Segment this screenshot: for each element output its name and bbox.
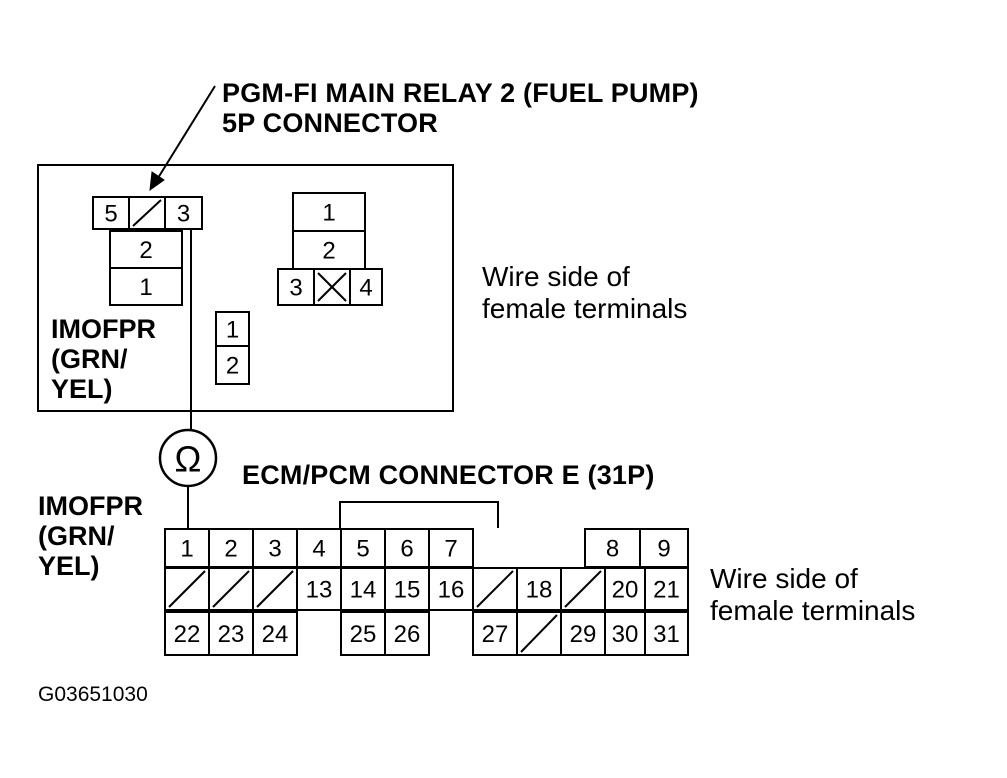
- terminal-number: 30: [612, 621, 639, 648]
- terminal-cell: [604, 611, 646, 656]
- blank-terminal-slash: [520, 614, 558, 653]
- terminal-cell: [215, 345, 250, 385]
- terminal-cell: [109, 267, 183, 306]
- blank-terminal-cross: [317, 272, 347, 302]
- terminal-number: 20: [612, 577, 639, 604]
- ecm-side-note-line1: Wire side of: [710, 563, 858, 594]
- blank-terminal-slash: [564, 570, 602, 608]
- blank-terminal-slash: [256, 570, 294, 608]
- terminal-number: 3: [177, 201, 190, 228]
- terminal-number: 27: [482, 621, 509, 648]
- terminal-number: 8: [606, 536, 619, 563]
- terminal-cell: [252, 611, 298, 656]
- terminal-cell: [384, 611, 430, 656]
- leader-line: [157, 85, 216, 179]
- terminal-number: 2: [322, 238, 335, 265]
- terminal-number: 2: [224, 536, 237, 563]
- terminal-number: 2: [139, 237, 152, 264]
- terminal-cell: [92, 196, 130, 230]
- blank-terminal-slash: [212, 570, 250, 608]
- terminal-number: 1: [139, 274, 152, 301]
- relay-side-note: Wire side of female terminals: [482, 261, 687, 325]
- blank-terminal-slash: [132, 199, 162, 227]
- terminal-cell: [644, 611, 689, 656]
- terminal-number: 23: [218, 621, 245, 648]
- terminal-number: 3: [289, 275, 302, 302]
- connector-key: [339, 501, 499, 528]
- terminal-number: 1: [322, 200, 335, 227]
- terminal-number: 16: [438, 577, 465, 604]
- terminal-cell: [277, 268, 315, 306]
- ecm-wire-label-line3: YEL): [38, 551, 100, 581]
- ecm-side-note-line2: female terminals: [710, 595, 916, 626]
- terminal-number: 26: [394, 621, 421, 648]
- terminal-cell: [164, 196, 203, 230]
- terminal-cell: [340, 567, 386, 611]
- terminal-number: 15: [394, 577, 421, 604]
- ecm-wire-label: IMOFPR (GRN/ YEL): [38, 491, 143, 581]
- terminal-cell: [639, 528, 689, 568]
- ecm-wire-label-line1: IMOFPR: [38, 491, 143, 521]
- ecm-side-note: Wire side of female terminals: [710, 563, 915, 627]
- terminal-cell: [384, 528, 430, 568]
- terminal-cell: [384, 567, 430, 611]
- arrowhead-icon: [149, 171, 165, 192]
- terminal-number: 3: [268, 536, 281, 563]
- relay-wire-label-line2: (GRN/: [51, 344, 128, 374]
- terminal-number: 31: [653, 621, 680, 648]
- terminal-number: 25: [350, 621, 377, 648]
- relay-wire-label: IMOFPR (GRN/ YEL): [51, 314, 156, 404]
- terminal-number: 6: [400, 536, 413, 563]
- terminal-number: 13: [306, 577, 333, 604]
- terminal-cell: [472, 611, 518, 656]
- terminal-number: 14: [350, 577, 377, 604]
- terminal-cell: [584, 528, 641, 568]
- terminal-number: 22: [174, 621, 201, 648]
- terminal-cell: [604, 567, 646, 611]
- terminal-number: 1: [226, 317, 239, 344]
- blank-terminal-slash: [476, 570, 514, 608]
- relay-side-note-line1: Wire side of: [482, 261, 630, 292]
- terminal-number: 5: [104, 201, 117, 228]
- terminal-number: 18: [526, 577, 553, 604]
- terminal-number: 5: [356, 536, 369, 563]
- terminal-number: 9: [657, 536, 670, 563]
- terminal-cell: [208, 611, 254, 656]
- terminal-cell: [340, 528, 386, 568]
- relay-connector-title-line1: PGM-FI MAIN RELAY 2 (FUEL PUMP): [222, 78, 699, 108]
- terminal-number: 4: [312, 536, 325, 563]
- figure-code: G03651030: [38, 683, 148, 706]
- terminal-number: 4: [359, 275, 372, 302]
- terminal-number: 7: [444, 536, 457, 563]
- relay-wire-label-line1: IMOFPR: [51, 314, 156, 344]
- terminal-number: 2: [226, 353, 239, 380]
- terminal-number: 24: [262, 621, 289, 648]
- terminal-cell: [644, 567, 689, 611]
- relay-side-note-line2: female terminals: [482, 293, 688, 324]
- ecm-connector-title: ECM/PCM CONNECTOR E (31P): [242, 460, 655, 490]
- terminal-cell: [428, 567, 474, 611]
- terminal-cell: [349, 268, 383, 306]
- terminal-cell: [340, 611, 386, 656]
- terminal-cell: [516, 567, 562, 611]
- blank-terminal-slash: [168, 570, 206, 608]
- ohmmeter-symbol: Ω: [175, 439, 202, 480]
- terminal-cell: [292, 230, 366, 270]
- terminal-number: 1: [180, 536, 193, 563]
- terminal-number: 21: [653, 577, 680, 604]
- terminal-cell: [109, 230, 183, 269]
- ecm-wire-label-line2: (GRN/: [38, 521, 115, 551]
- relay-wire-label-line3: YEL): [51, 374, 113, 404]
- terminal-number: 29: [570, 621, 597, 648]
- relay-connector-title-line2: 5P CONNECTOR: [222, 108, 438, 138]
